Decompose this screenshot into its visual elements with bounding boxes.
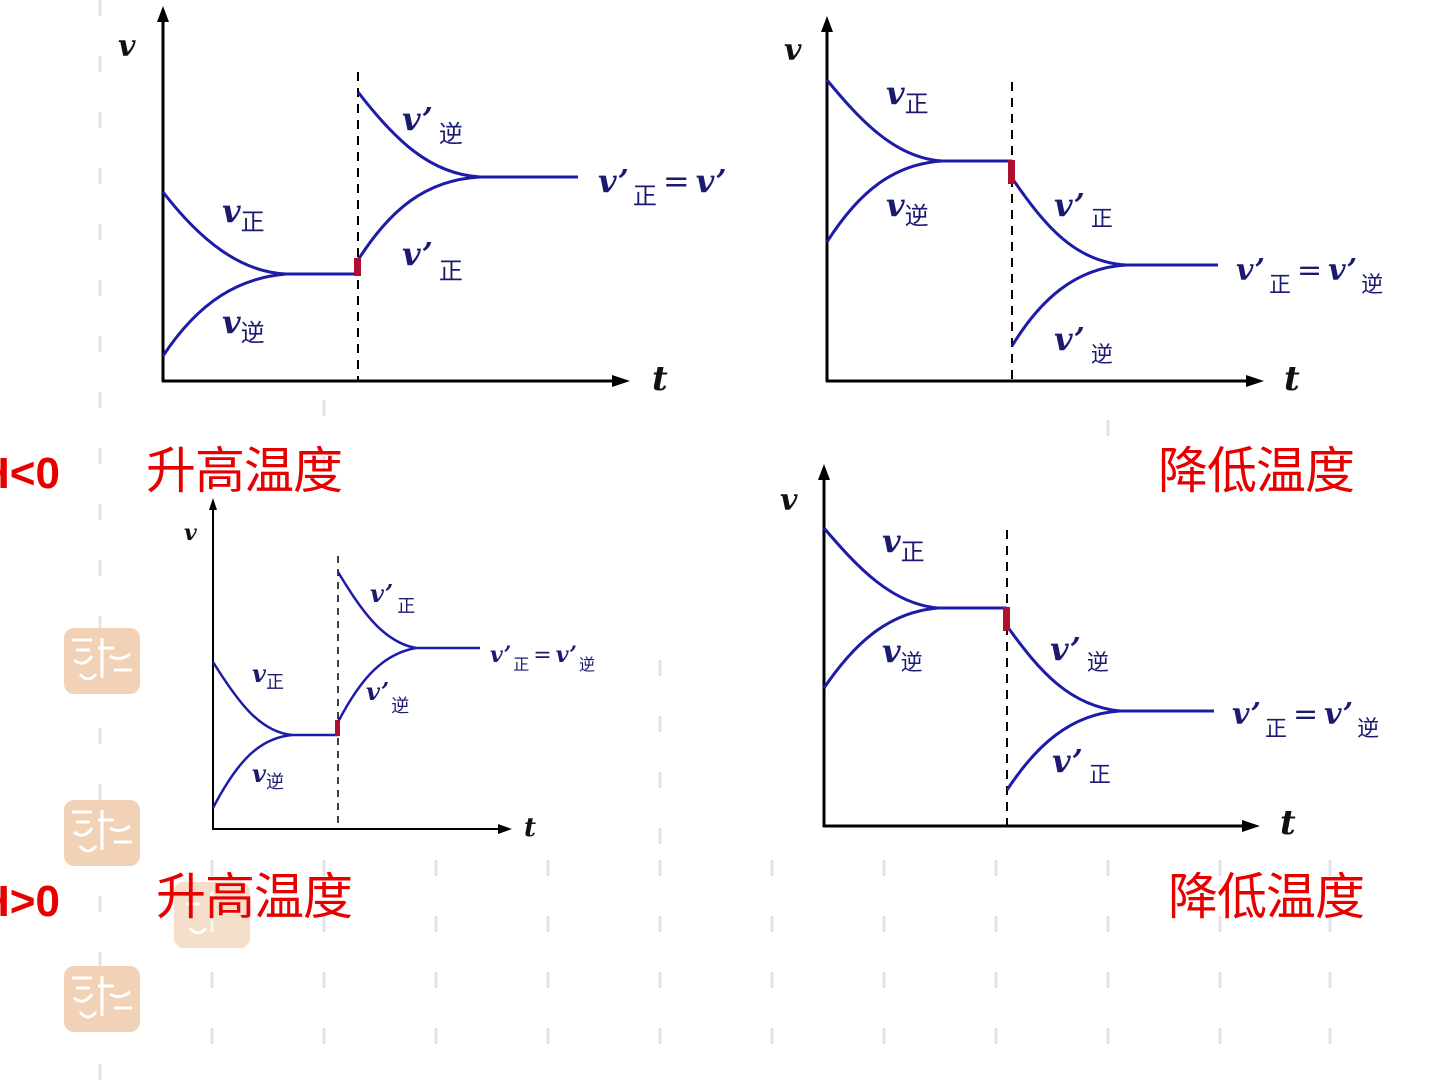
condition-top: H<0 (0, 449, 60, 498)
label-equilibrium: v’正=v’ (598, 162, 727, 210)
label-new-reverse-rate: v’逆 (366, 677, 409, 717)
label-equilibrium: v’正=v’逆 (1232, 697, 1379, 742)
label-reverse-rate: v逆 (886, 186, 929, 230)
seal-stamp-icon (64, 966, 140, 1032)
seal-stamp-icon (64, 800, 140, 866)
new-reverse-rate-curve (336, 646, 417, 723)
new-reverse-rate-curve (1010, 263, 1127, 347)
new-forward-rate-curve (1010, 177, 1218, 267)
rate-time-graph-cooling-endothermic: v t v正 v逆 v’逆 v’正 v’正=v’逆 (780, 464, 1379, 843)
new-reverse-rate-curve (1005, 625, 1214, 713)
label-reverse-rate: v逆 (252, 759, 284, 793)
v-axis-label: v (184, 520, 197, 546)
condition-bottom: H>0 (0, 877, 60, 926)
caption-bottom-left: 升高温度 (156, 868, 353, 926)
v-axis-label: v (118, 29, 136, 64)
t-axis-label: t (652, 359, 668, 399)
seal-stamp-icon (64, 628, 140, 694)
t-axis-label: t (1280, 803, 1296, 843)
rate-jump-marker (1003, 607, 1010, 631)
label-new-reverse-rate: v’逆 (1054, 320, 1113, 368)
v-axis-label: v (780, 483, 798, 518)
label-forward-rate: v正 (252, 659, 284, 693)
rate-jump-marker (335, 720, 340, 736)
reverse-rate-curve (825, 159, 943, 243)
new-reverse-rate-curve (356, 91, 578, 179)
label-new-forward-rate: v’正 (370, 579, 415, 617)
new-forward-rate-curve (1005, 709, 1121, 791)
label-equilibrium: v’正=v’逆 (490, 642, 595, 674)
seal-stamp-icon (174, 882, 250, 948)
label-forward-rate: v正 (886, 74, 929, 118)
label-equilibrium: v’正=v’逆 (1236, 253, 1383, 298)
t-axis-label: t (524, 813, 536, 843)
new-forward-rate-curve (356, 175, 481, 261)
caption-top-right: 降低温度 (1158, 442, 1355, 500)
label-reverse-rate: v逆 (882, 632, 923, 676)
label-new-reverse-rate: v’逆 (1050, 630, 1109, 676)
caption-top-left: 升高温度 (146, 442, 343, 500)
label-new-reverse-rate: v’逆 (402, 100, 463, 148)
new-forward-rate-curve (336, 571, 480, 650)
label-reverse-rate: v逆 (222, 303, 265, 347)
label-forward-rate: v正 (882, 522, 925, 566)
label-new-forward-rate: v’正 (1054, 186, 1113, 232)
t-axis-label: t (1284, 359, 1300, 399)
reverse-rate-curve (161, 272, 287, 357)
rate-time-graph-heating-exothermic: v t v正 v逆 v’逆 v’正 v’正=v’ (118, 6, 727, 399)
rate-jump-marker (1008, 160, 1015, 184)
forward-rate-curve (822, 527, 1007, 610)
rate-jump-marker (354, 258, 361, 276)
forward-rate-curve (825, 79, 1012, 163)
rate-time-graph-cooling-exothermic: v t v正 v逆 v’正 v’逆 v’正=v’逆 (784, 16, 1383, 399)
caption-bottom-right: 降低温度 (1168, 868, 1365, 926)
v-axis-label: v (784, 33, 802, 68)
reverse-rate-curve (211, 733, 293, 809)
reverse-rate-curve (822, 606, 939, 689)
rate-time-graph-heating-endothermic: v t v正 v逆 v’正 v’逆 v’正=v’逆 (184, 498, 595, 843)
label-forward-rate: v正 (222, 192, 265, 236)
label-new-forward-rate: v’正 (402, 235, 463, 285)
label-new-forward-rate: v’正 (1052, 742, 1111, 788)
